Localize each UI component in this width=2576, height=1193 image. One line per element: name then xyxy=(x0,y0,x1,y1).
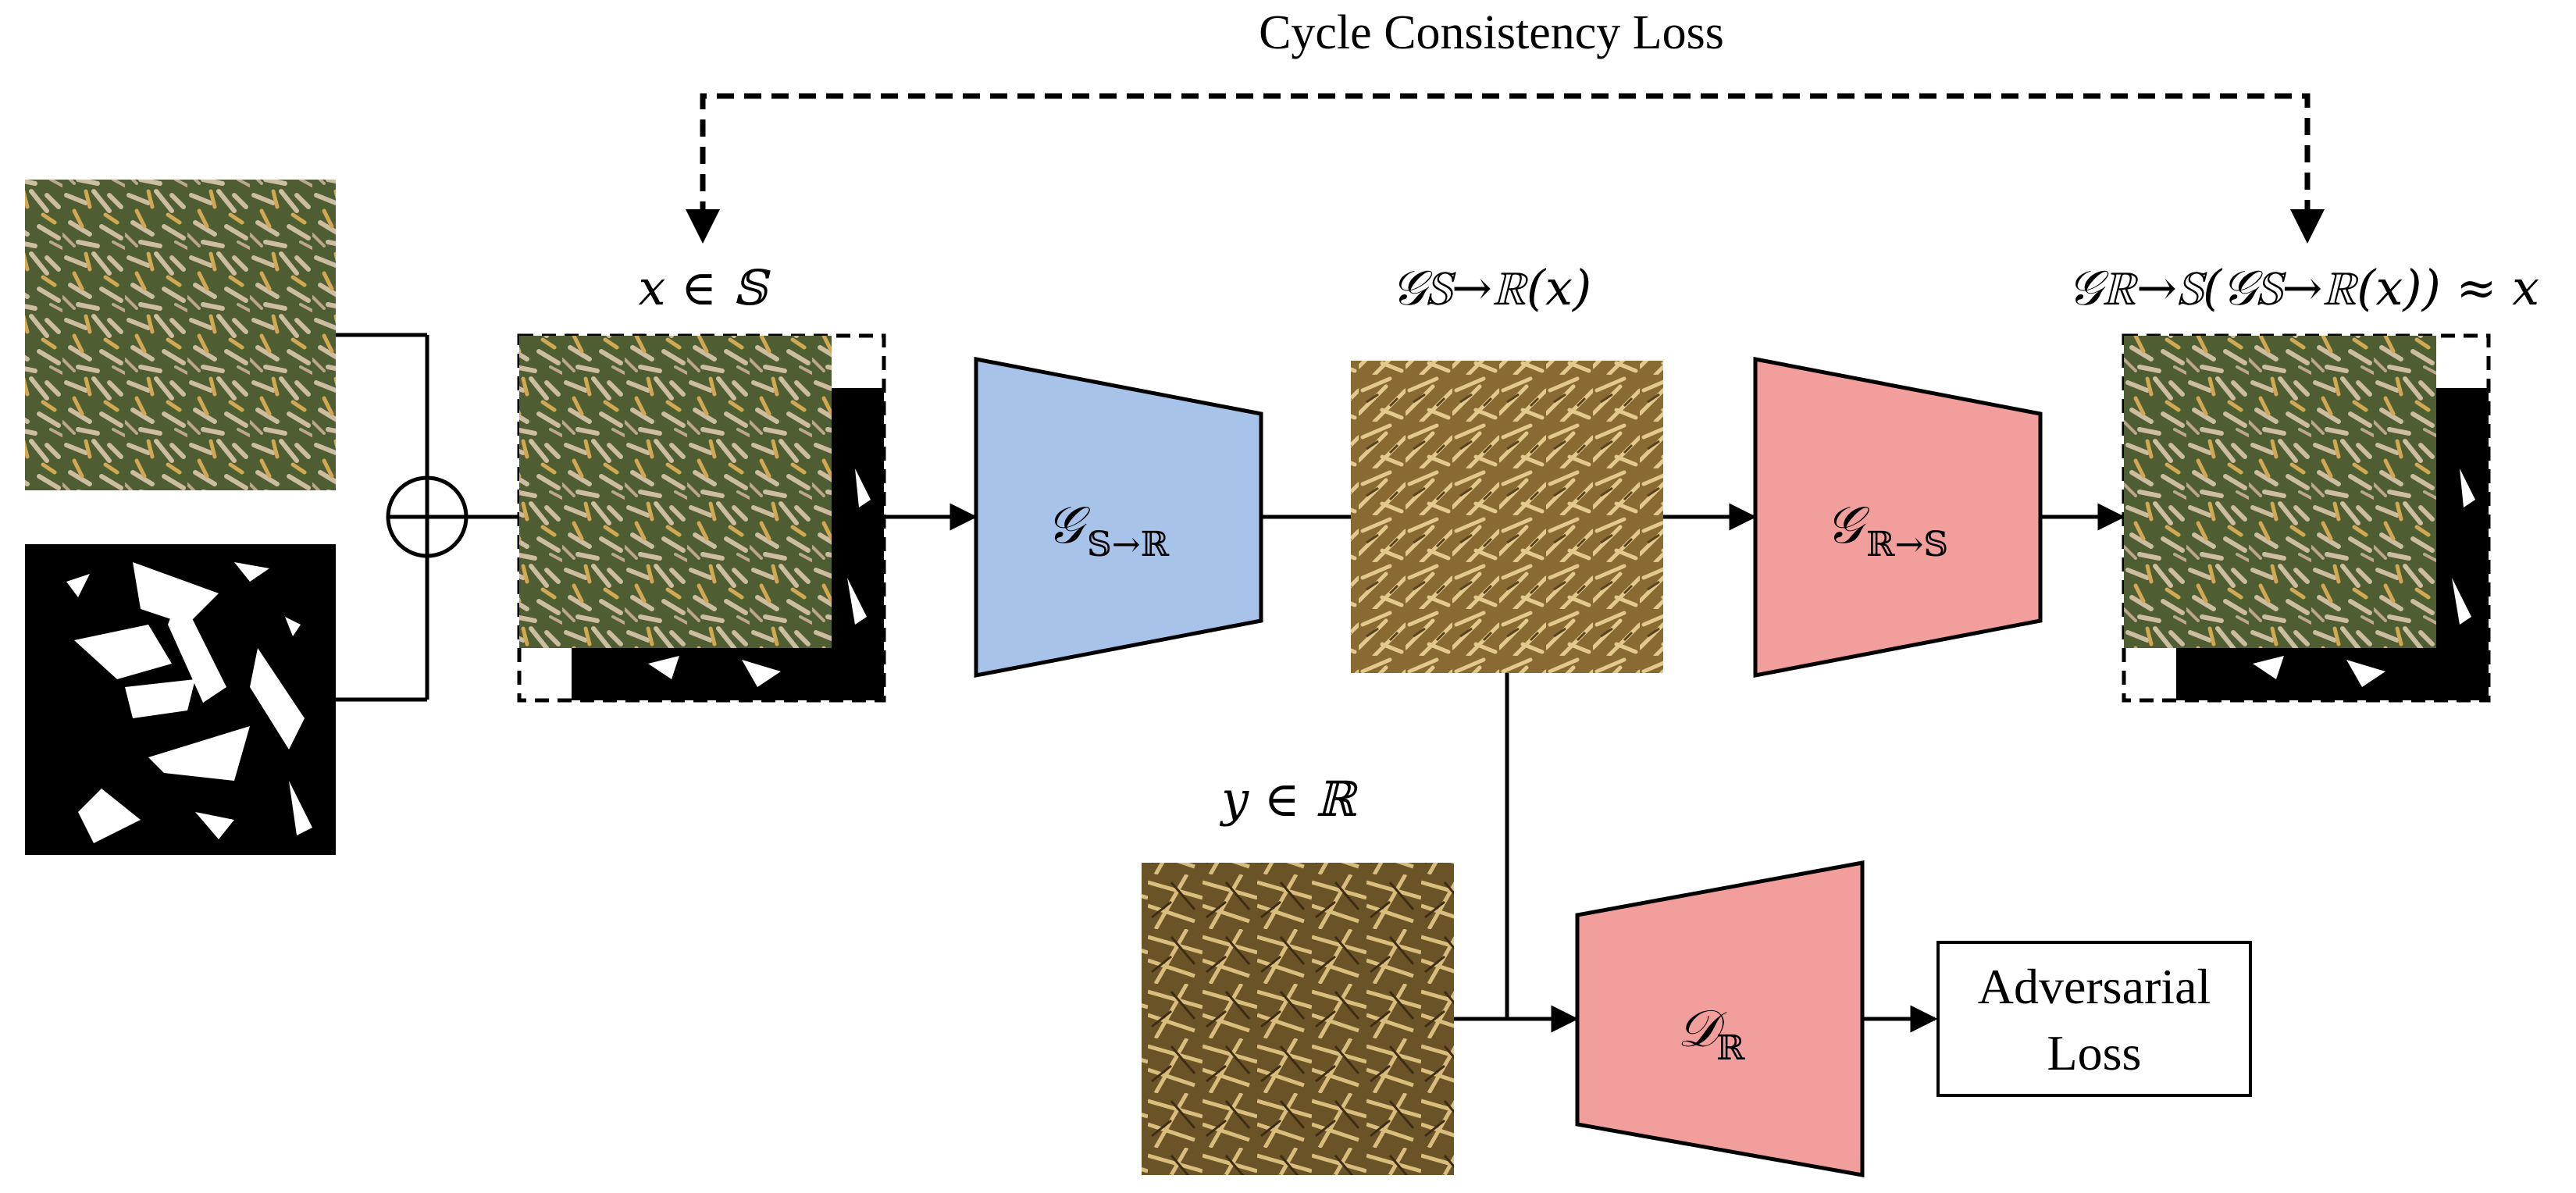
cycle-loop-line xyxy=(700,93,2311,219)
generator-s2r-block: 𝒢 𝕊→ℝ xyxy=(974,356,1263,678)
combined-synthetic-image xyxy=(517,333,886,703)
gen-r2s-subscript: ℝ→𝕊 xyxy=(1866,525,1948,564)
cycle-arrowhead-left xyxy=(686,209,720,244)
cycle-arrowhead-right xyxy=(2290,209,2325,244)
synthetic-input-image xyxy=(25,180,336,490)
disc-subscript: ℝ xyxy=(1716,1028,1745,1068)
y-in-r-label: y ∈ ℝ xyxy=(1219,771,1358,828)
cycle-result-label: 𝒢ℝ→𝕊(𝒢𝕊→ℝ(x)) ≈ x xyxy=(2068,259,2539,316)
gen-s2r-subscript: 𝕊→ℝ xyxy=(1087,525,1170,564)
adversarial-loss-box: Adversarial Loss xyxy=(1936,941,2252,1097)
adversarial-loss-line1: Adversarial xyxy=(1978,959,2211,1014)
x-in-s-label: x ∈ 𝕊 xyxy=(638,259,771,316)
discriminator-block: 𝒟 ℝ xyxy=(1575,860,1865,1177)
g-s2r-x-label: 𝒢𝕊→ℝ(x) xyxy=(1391,259,1591,316)
generated-realistic-image xyxy=(1351,361,1663,673)
combine-connector xyxy=(336,333,519,702)
reconstructed-synthetic-image xyxy=(2122,333,2491,703)
mask-input-image xyxy=(25,544,336,855)
combine-plus xyxy=(388,478,466,556)
adversarial-loss-line2: Loss xyxy=(2047,1025,2142,1081)
cycle-loss-title: Cycle Consistency Loss xyxy=(1259,6,1724,59)
generator-r2s-block: 𝒢 ℝ→𝕊 xyxy=(1753,356,2043,678)
real-image-y xyxy=(1142,863,1454,1175)
